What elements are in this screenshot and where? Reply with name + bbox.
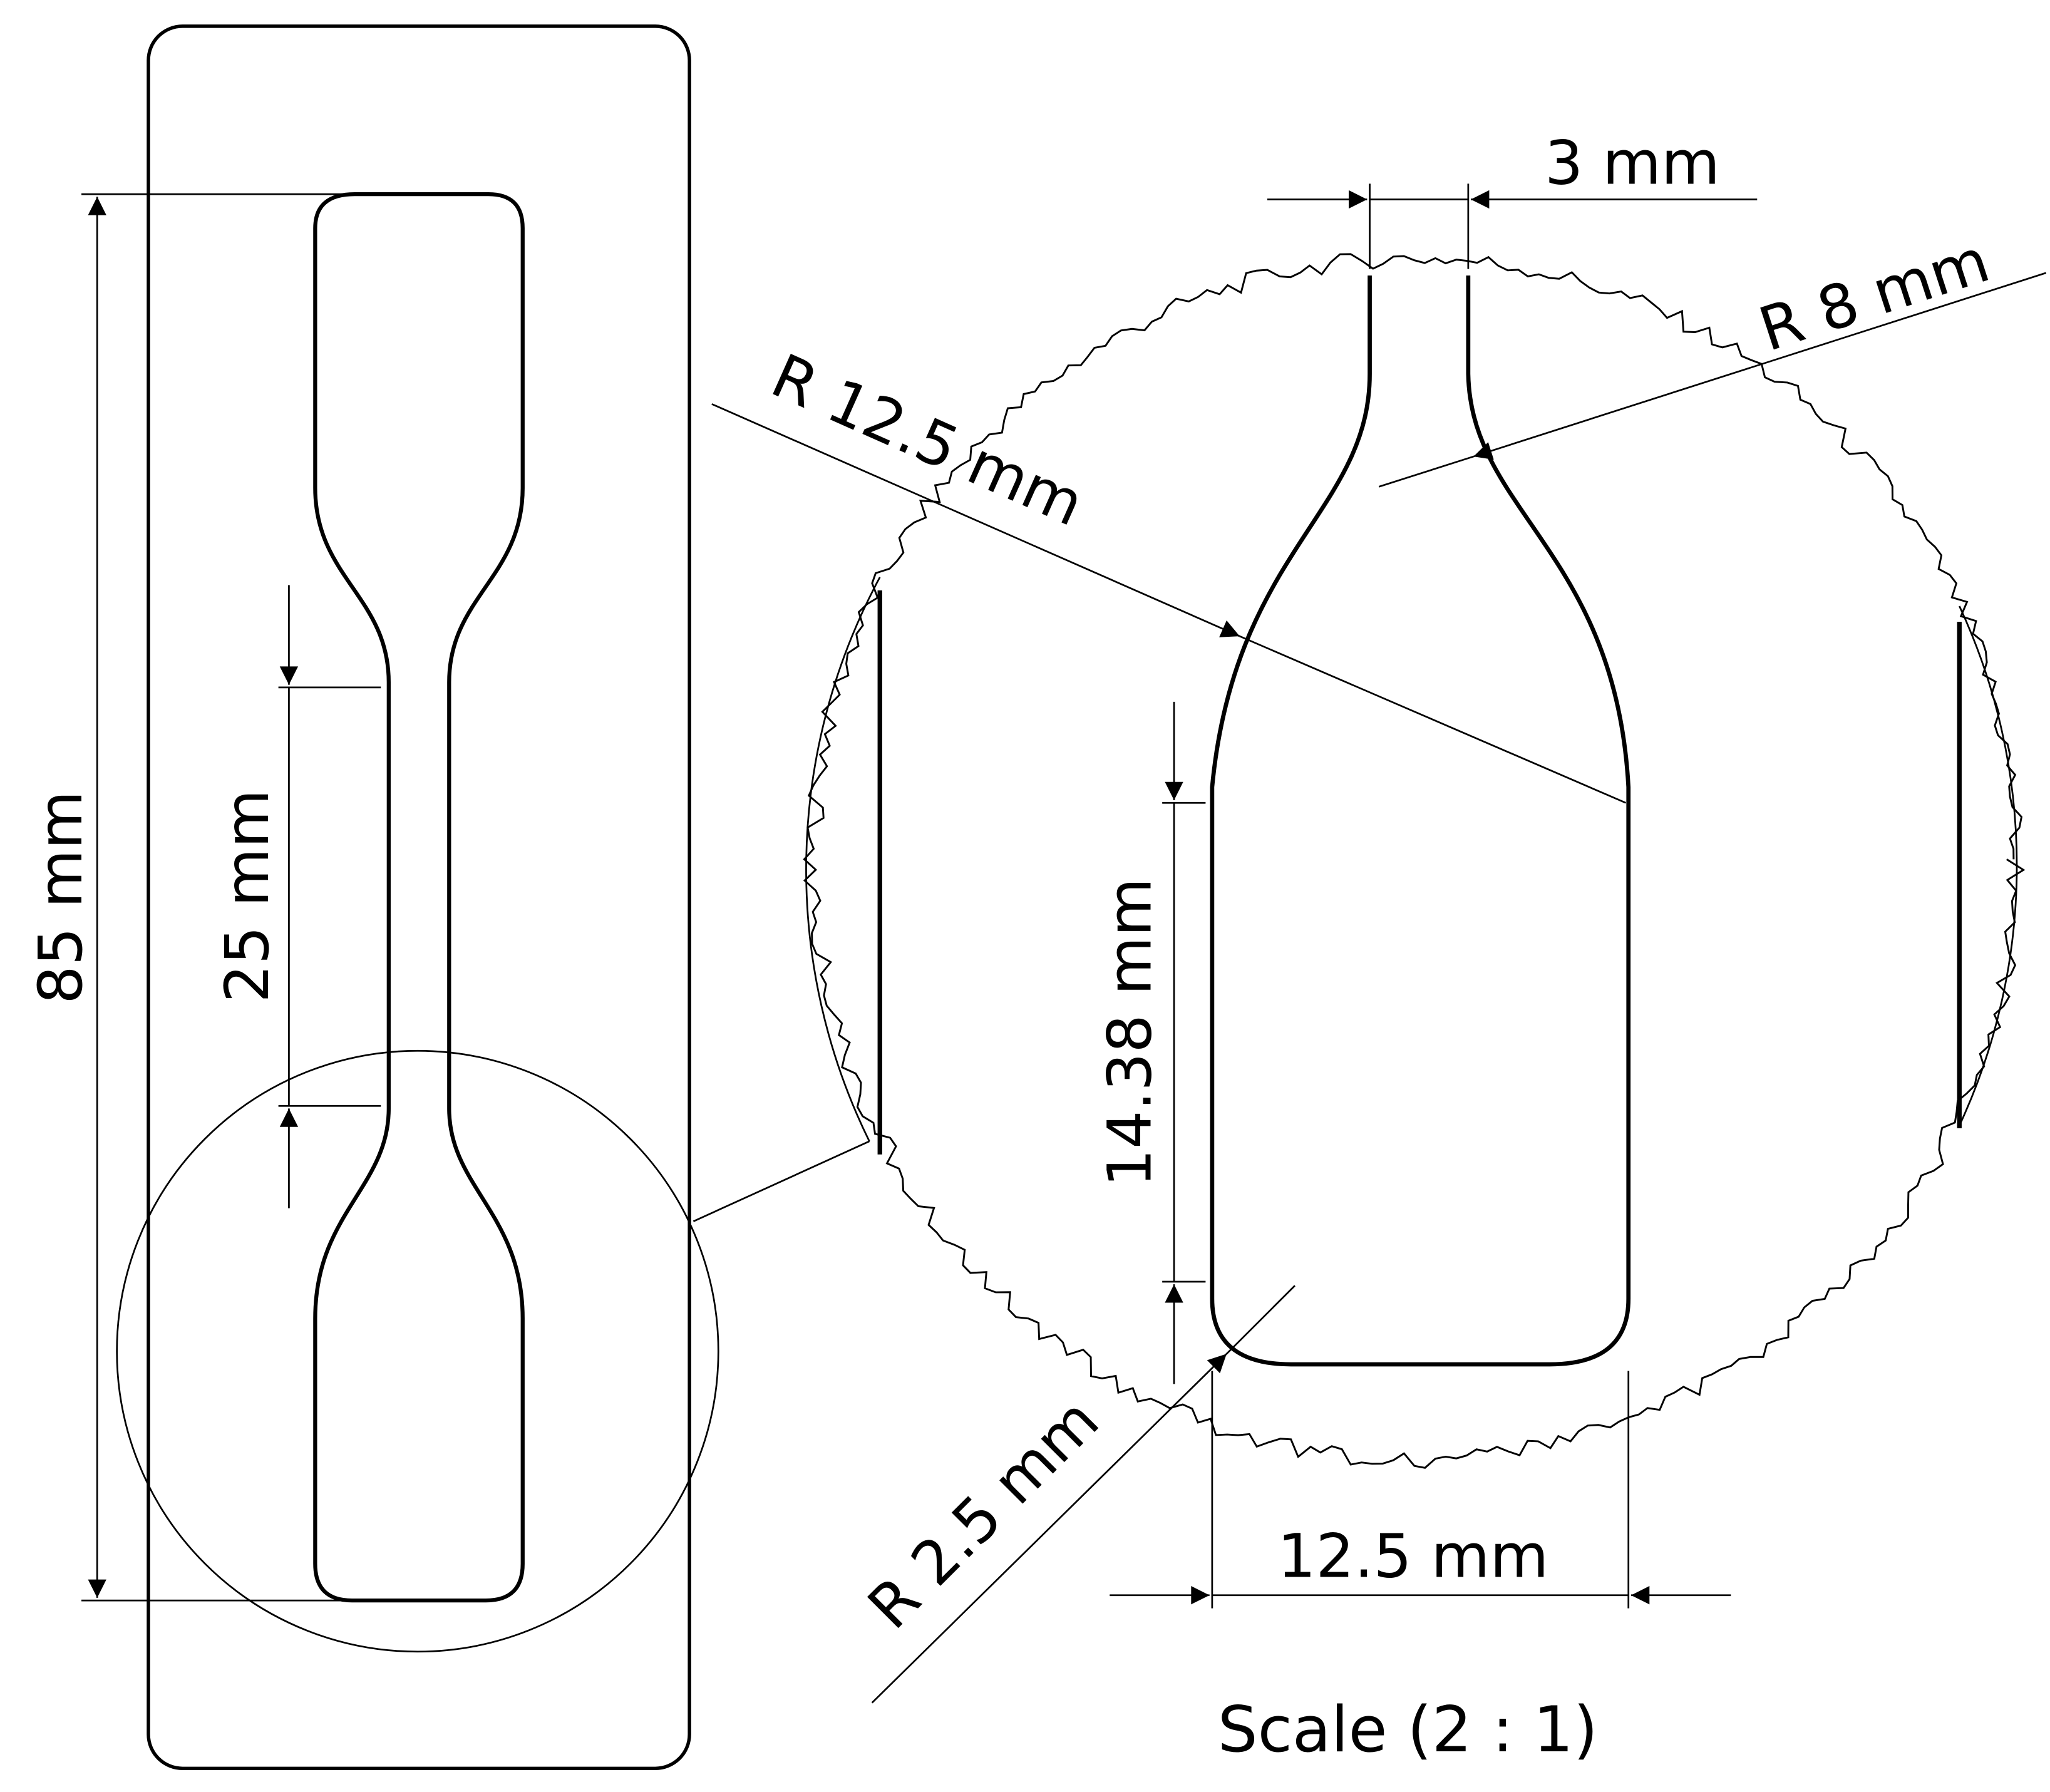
gauge-length-dimension: 25 mm xyxy=(212,585,381,1208)
detail-view-boundary xyxy=(803,253,2026,1469)
detail-break-outline xyxy=(803,253,2026,1469)
specimen-mold-frame xyxy=(147,24,691,1771)
grip-width-label: 12.5 mm xyxy=(1277,1521,1548,1591)
shoulder-radius-dimension: R 8 mm xyxy=(1378,225,2047,488)
neck-width-dimension: 3 mm xyxy=(1267,128,1758,269)
scale-label: Scale (2 : 1) xyxy=(1218,1693,1598,1766)
detail-callout-circle xyxy=(116,1049,719,1653)
detail-boundary-arc-left xyxy=(805,577,881,1142)
transition-radius-dimension: R 12.5 mm xyxy=(711,341,1627,804)
gauge-length-label: 25 mm xyxy=(212,790,282,1003)
detail-leader-line xyxy=(693,1140,870,1222)
neck-width-label: 3 mm xyxy=(1545,128,1720,198)
overall-length-label: 85 mm xyxy=(26,791,96,1004)
detail-boundary-arc-right xyxy=(1959,605,2018,1126)
corner-radius-label: R 2.5 mm xyxy=(855,1385,1112,1642)
transition-radius-label: R 12.5 mm xyxy=(761,341,1094,540)
straight-length-label: 14.38 mm xyxy=(1095,878,1165,1187)
straight-length-dimension: 14.38 mm xyxy=(1095,701,1206,1384)
overall-length-dimension: 85 mm xyxy=(26,193,355,1602)
grip-width-dimension: 12.5 mm xyxy=(1110,1371,1731,1609)
shoulder-radius-label: R 8 mm xyxy=(1751,225,1997,365)
specimen-outline xyxy=(313,192,525,1603)
detail-specimen-outline xyxy=(1210,275,1631,1367)
